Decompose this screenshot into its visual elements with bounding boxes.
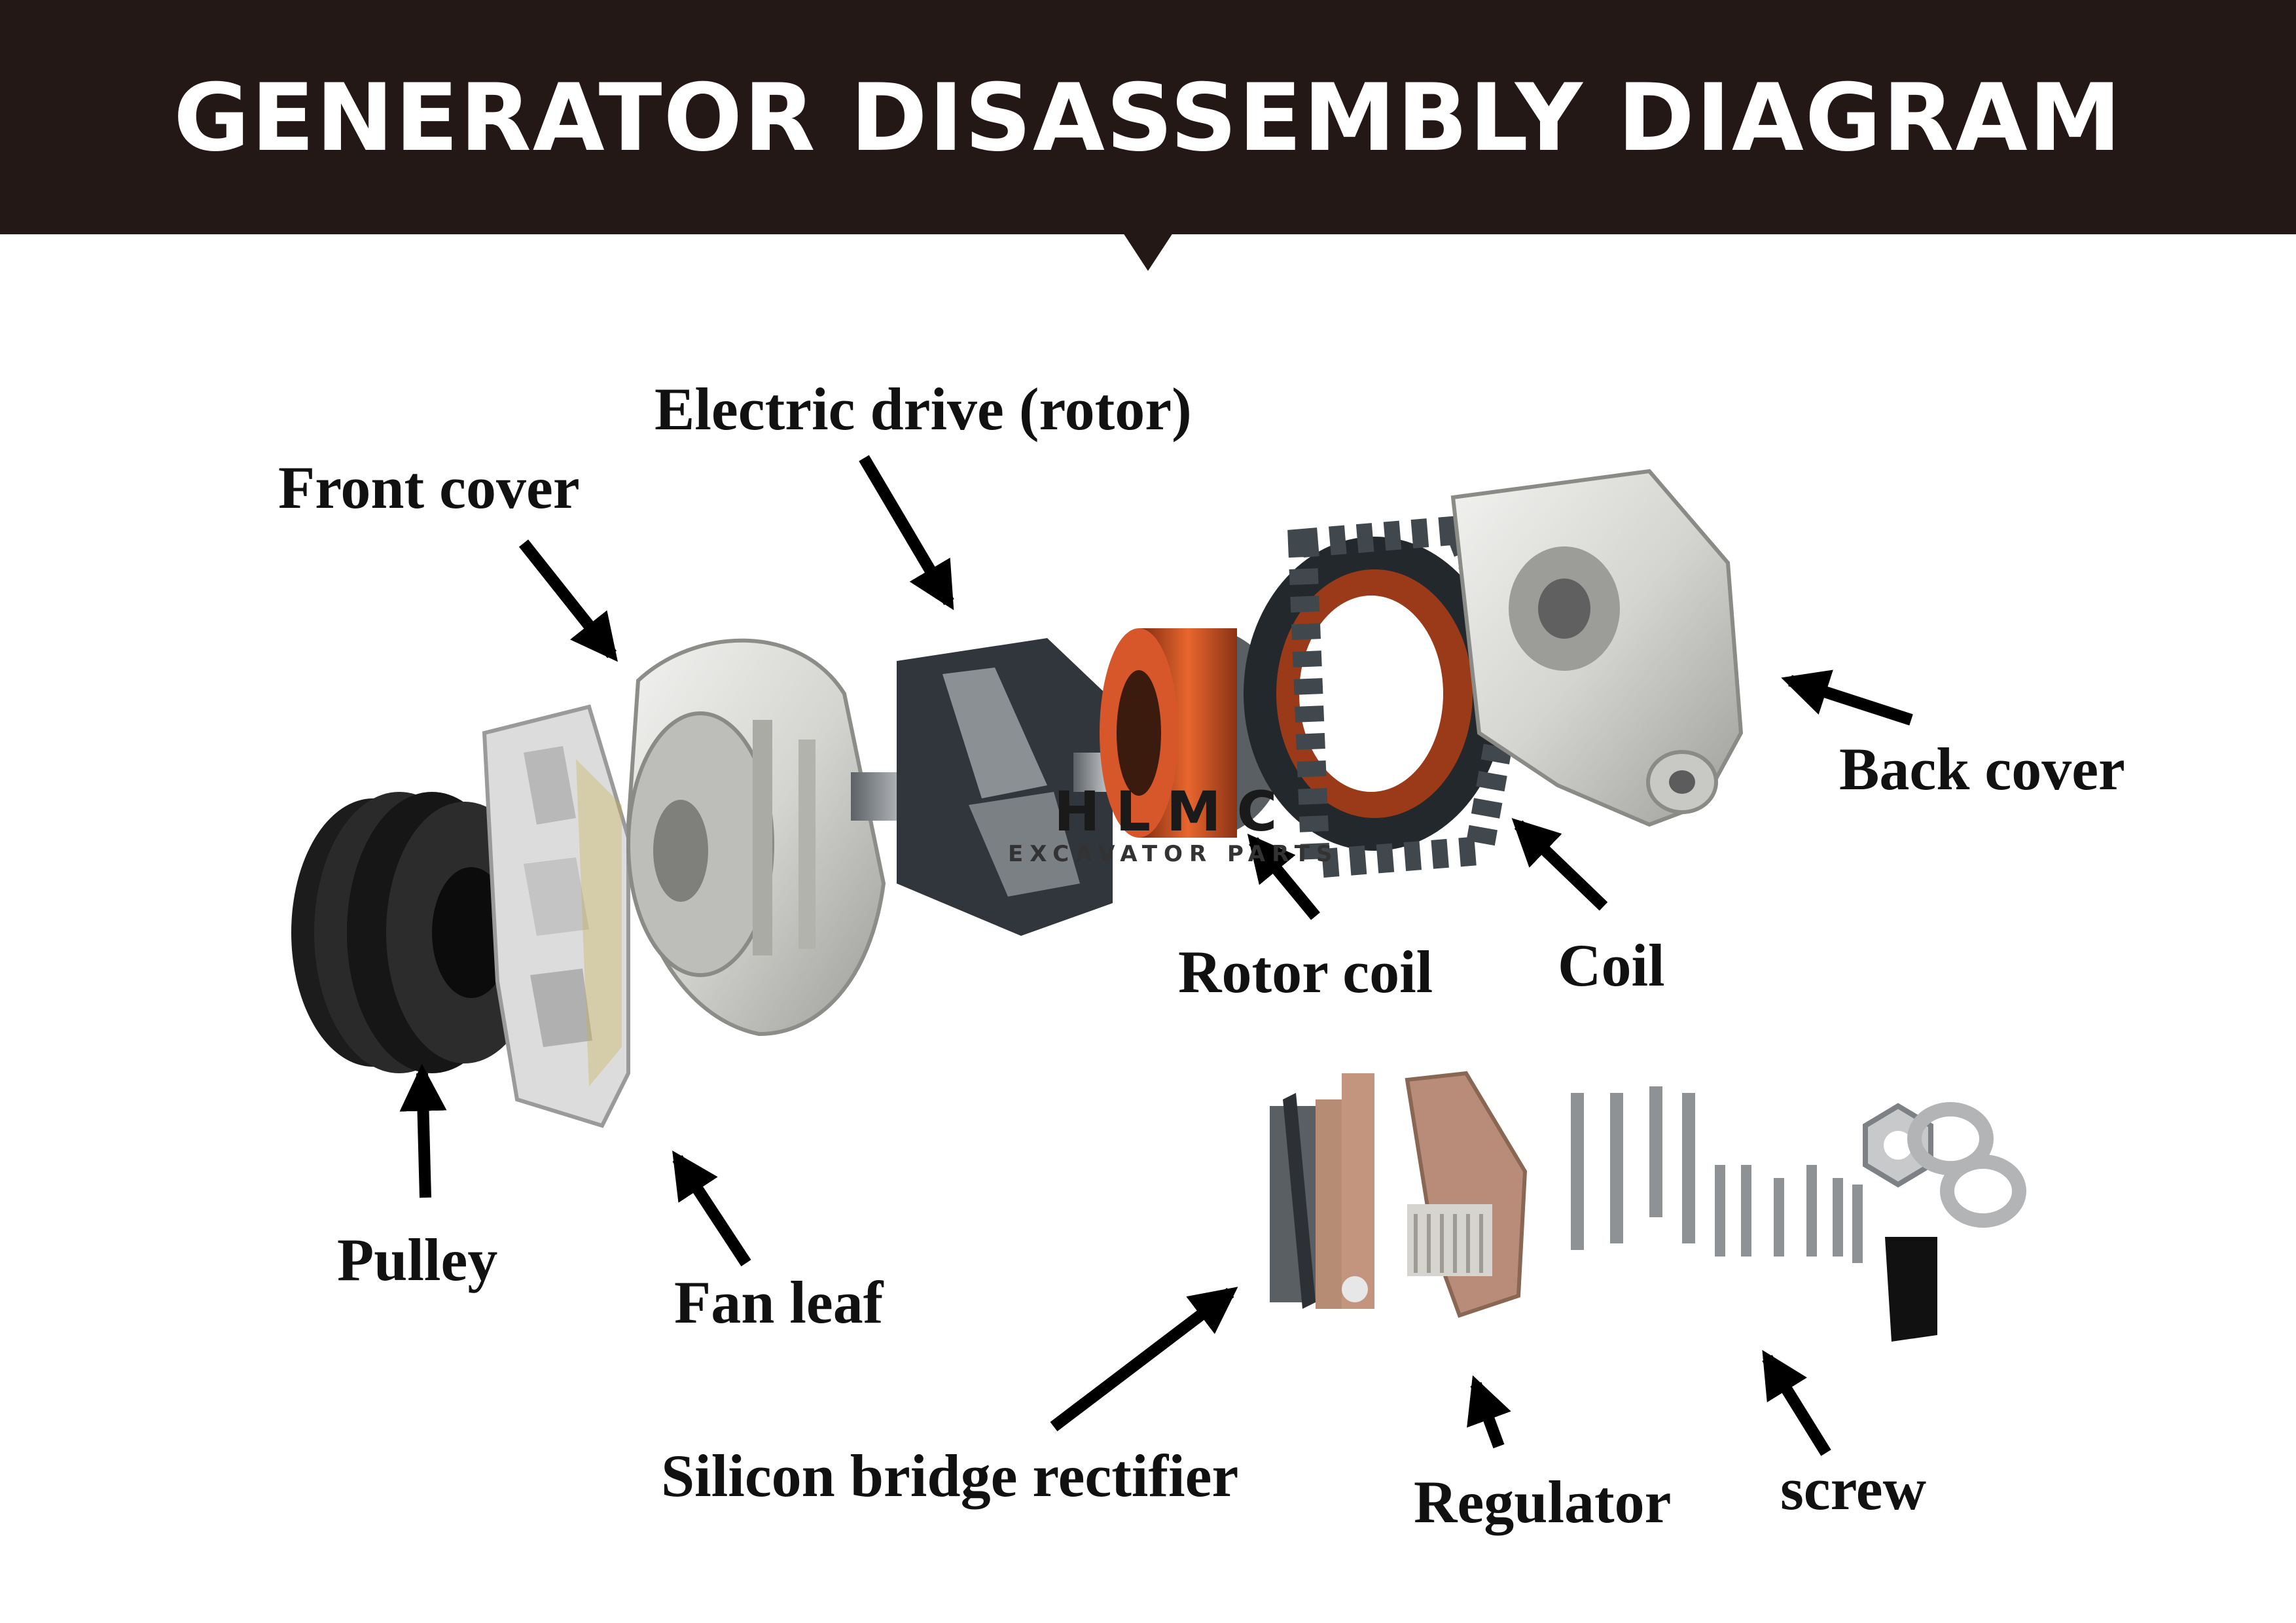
screws-part [1571,1086,1863,1263]
callout-arrows [399,455,1913,1456]
label-back-cover: Back cover [1839,736,2125,802]
page-title: GENERATOR DISASSEMBLY DIAGRAM [173,64,2123,172]
label-fan-leaf: Fan leaf [674,1269,884,1336]
label-screw: screw [1780,1455,1927,1522]
label-rotor-coil: Rotor coil [1178,938,1433,1005]
label-pulley: Pulley [337,1226,498,1293]
label-rectifier: Silicon bridge rectifier [661,1442,1239,1509]
watermark-subtitle: EXCAVATOR PARTS [1008,841,1339,867]
fan-leaf-part [482,704,630,1128]
stator-coil-part [1244,514,1527,880]
label-regulator: Regulator [1414,1469,1672,1535]
header-pointer [1123,233,1173,271]
header-bar [0,0,2296,234]
label-coil: Coil [1558,932,1665,999]
rotor-part [851,638,1152,936]
watermark: HLMC EXCAVATOR PARTS [1008,782,1338,867]
rectifier-part [1270,1073,1374,1309]
regulator-part [1405,1071,1528,1318]
watermark-brand: HLMC [1054,779,1293,844]
back-cover-part [1450,469,1744,827]
nuts-part [1863,1102,2026,1342]
label-front-cover: Front cover [278,454,580,521]
front-cover-part [626,638,886,1037]
label-electric-drive: Electric drive (rotor) [655,376,1192,442]
